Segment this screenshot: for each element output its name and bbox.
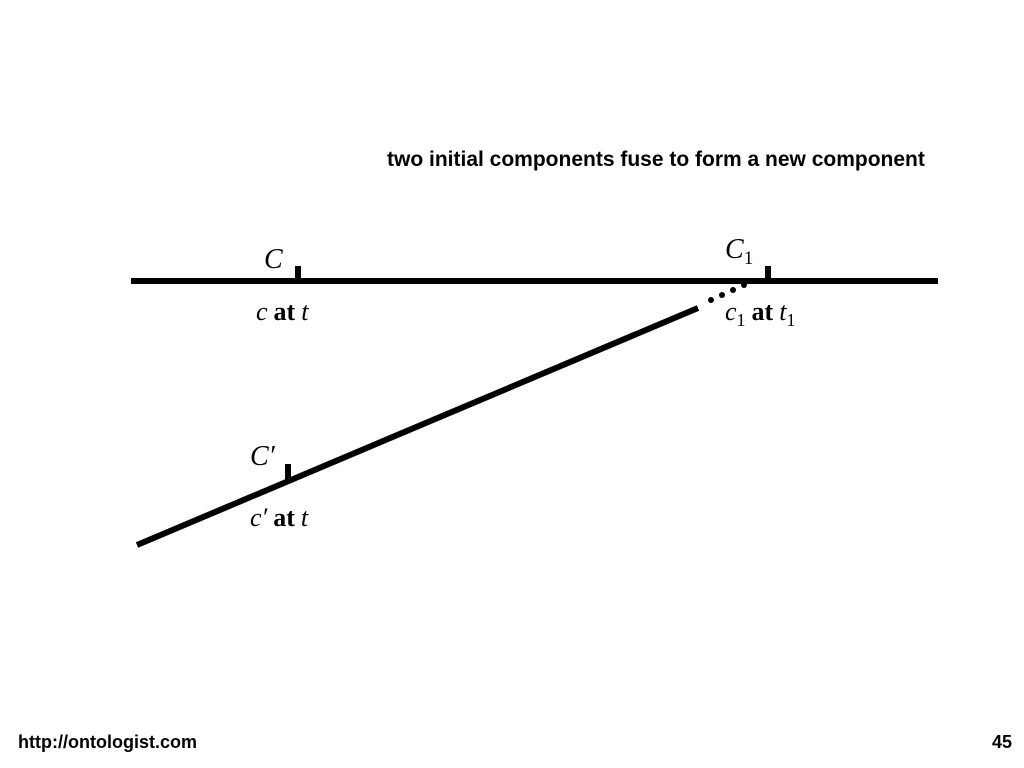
fusion-connector-dots [708,282,747,303]
fusion-dot [708,297,714,303]
fusion-dot [741,282,747,288]
label-C: C [264,244,283,275]
diagram-caption: two initial components fuse to form a ne… [387,148,925,171]
component-line-c-prime [135,305,700,548]
label-c1-sub: 1 [737,310,746,330]
label-c1-base: c [725,297,737,326]
label-C1-sub: 1 [744,248,754,269]
footer-url: http://ontologist.com [18,732,197,752]
label-c-prime: c′ [250,503,268,532]
label-at: at [274,297,296,326]
label-t1-base: t [779,297,787,326]
label-at: at [752,297,774,326]
label-t1-sub: 1 [786,310,795,330]
label-C1-base: C [725,234,744,265]
label-C-prime: C′ [250,441,276,472]
label-t: t [301,503,309,532]
fusion-dot [730,287,736,293]
page-number: 45 [991,732,1012,752]
fusion-dot [719,292,725,298]
label-t: t [301,297,309,326]
label-at: at [273,503,295,532]
label-c: c [256,297,268,326]
label-C1: C1 [725,234,753,269]
